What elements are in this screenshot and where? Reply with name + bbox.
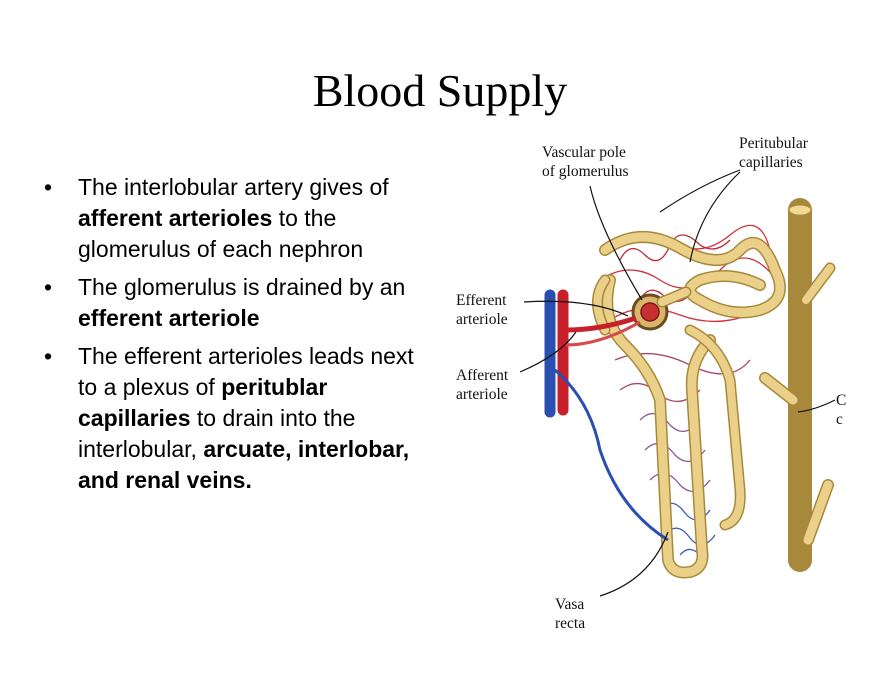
bullet-text-fragment: The interlobular artery gives of	[78, 174, 389, 200]
label-cut-line1: C	[836, 392, 846, 409]
interlobular-artery	[557, 289, 641, 416]
bullet-bold-term: arcuate, interlobar, and renal veins.	[78, 436, 410, 493]
bullet-text: The glomerulus is drained by an efferent…	[78, 274, 405, 331]
label-cut-line2: c	[836, 411, 843, 428]
bullet-bold-term: peritublar capillaries	[78, 374, 328, 431]
bullet-item: The interlobular artery gives of afferen…	[44, 172, 434, 265]
bullet-text-fragment: The efferent arterioles leads next to a …	[78, 343, 414, 400]
bullet-text: The interlobular artery gives of afferen…	[78, 174, 389, 262]
bullet-text-fragment: to drain into the interlobular,	[78, 405, 356, 462]
label-afferent-line1: Afferent	[456, 367, 509, 384]
bullet-item: The efferent arterioles leads next to a …	[44, 341, 434, 496]
label-afferent-line2: arteriole	[456, 386, 508, 403]
bullet-bold-term: afferent arterioles	[78, 205, 273, 231]
bullet-list: The interlobular artery gives of afferen…	[44, 172, 434, 503]
label-vascular-pole-line2: of glomerulus	[542, 163, 629, 180]
label-vascular-pole-line1: Vascular pole	[542, 144, 626, 161]
label-peritubular-line2: capillaries	[739, 154, 803, 171]
glomerulus	[631, 286, 692, 331]
label-efferent-line2: arteriole	[456, 311, 508, 328]
bullet-text-fragment: to the glomerulus of each nephron	[78, 205, 364, 262]
bullet-bold-term: efferent arteriole	[78, 305, 260, 331]
interlobular-vein-blue	[544, 289, 669, 542]
nephron-blood-supply-diagram: Vascular pole of glomerulus Peritubular …	[456, 135, 846, 632]
label-efferent-line1: Efferent	[456, 292, 507, 309]
nephron-tubules	[592, 231, 786, 579]
label-peritubular-line1: Peritubular	[739, 135, 809, 152]
interlobular-vein	[759, 198, 836, 572]
label-vasa-line1: Vasa	[555, 596, 584, 613]
bullet-text: The efferent arterioles leads next to a …	[78, 343, 414, 493]
slide-title: Blood Supply	[312, 65, 568, 116]
bullet-item: The glomerulus is drained by an efferent…	[44, 272, 434, 334]
label-pointers	[519, 169, 836, 597]
label-vasa-line2: recta	[555, 615, 585, 632]
bullet-text-fragment: The glomerulus is drained by an	[78, 274, 406, 300]
